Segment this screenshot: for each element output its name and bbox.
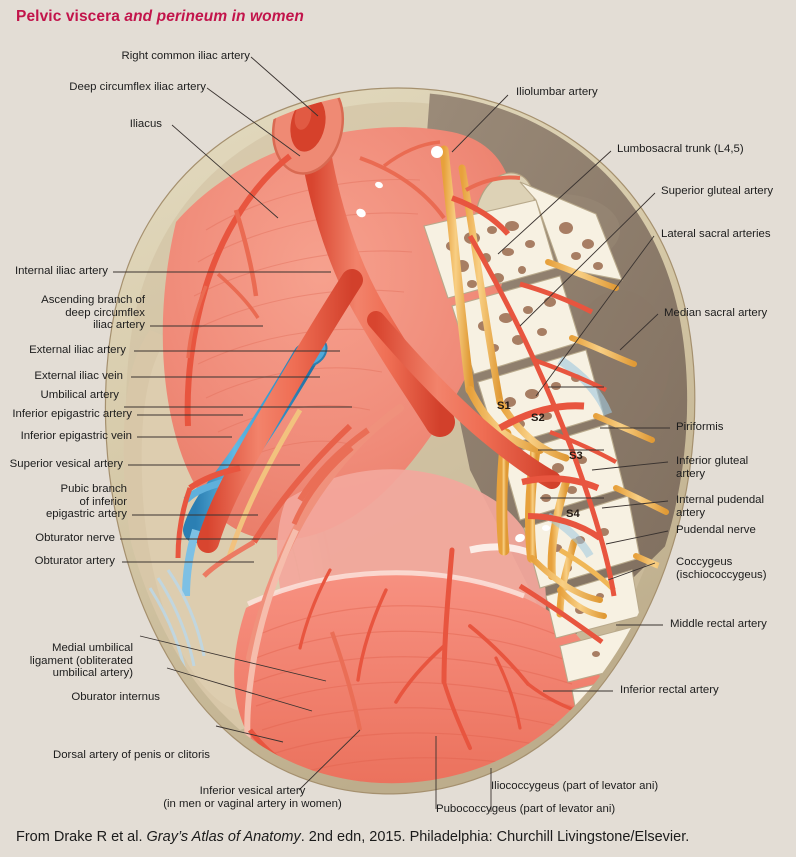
lateral-sacral-arteries-vessel <box>519 281 594 315</box>
inferior-vesical-artery-vessel <box>330 631 363 731</box>
label-pubic-branch-of-inferior-epigastric-artery: Pubic branch of inferior epigastric arte… <box>45 483 127 521</box>
label-coccygeus: Coccygeus (ischiococcygeus) <box>676 556 767 581</box>
label-inferior-epigastric-vein: Inferior epigastric vein <box>20 430 132 442</box>
label-s1: S1 <box>497 400 511 412</box>
caption-work-title: Gray’s Atlas of Anatomy <box>146 829 301 845</box>
leader-lines <box>113 56 670 812</box>
deep-circumflex-iliac-artery-vessel <box>184 153 292 427</box>
median-sacral-artery-vessel <box>467 234 617 597</box>
page-title-part1: Pelvic viscera <box>16 8 125 25</box>
label-inferior-epigastric-artery: Inferior epigastric artery <box>12 408 132 420</box>
obturator-artery-vessel <box>251 423 353 544</box>
levator-ani-white-edge <box>246 570 525 607</box>
ascending-branch-vessel <box>233 209 259 297</box>
label-s3: S3 <box>569 450 583 462</box>
rectal-branches <box>298 547 588 750</box>
obturator-nerve-cord <box>225 408 303 561</box>
internal-iliac-artery-vessel <box>367 311 561 489</box>
label-inferior-vesical-artery: Inferior vesical artery (in men or vagin… <box>163 785 342 810</box>
superior-gluteal-artery-vessel <box>498 402 585 432</box>
label-inferior-gluteal-artery: Inferior gluteal artery <box>676 455 749 480</box>
middle-rectal-artery-vessel <box>518 583 604 645</box>
internal-pudendal-artery-vessel <box>527 513 602 541</box>
label-ascending-branch-deep-circumflex-iliac-artery: Ascending branch of deep circumflex ilia… <box>41 294 145 332</box>
label-piriformis: Piriformis <box>676 421 724 433</box>
label-deep-circumflex-iliac-artery: Deep circumflex iliac artery <box>69 81 206 93</box>
cut-nerve-highlights <box>356 146 550 543</box>
label-inferior-rectal-artery: Inferior rectal artery <box>620 684 719 696</box>
label-s2: S2 <box>531 412 545 424</box>
label-external-iliac-artery: External iliac artery <box>29 344 126 356</box>
label-dorsal-artery-of-penis-or-clitoris: Dorsal artery of penis or clitoris <box>53 749 210 761</box>
label-iliococcygeus: Iliococcygeus (part of levator ani) <box>491 780 659 792</box>
external-iliac-artery-vessel <box>197 269 363 553</box>
label-oburator-internus: Oburator internus <box>71 691 160 703</box>
caption-prefix: From Drake R et al. <box>16 829 147 845</box>
label-iliacus: Iliacus <box>129 118 162 130</box>
label-obturator-nerve: Obturator nerve <box>35 532 115 544</box>
inferior-epigastric-artery-vessel <box>188 465 241 491</box>
label-s4: S4 <box>566 508 580 520</box>
page-title-part2: and perineum in women <box>124 8 304 25</box>
label-superior-gluteal-artery: Superior gluteal artery <box>661 185 774 197</box>
common-iliac-artery-vessel <box>297 111 455 437</box>
inferior-gluteal-artery-vessel <box>521 475 600 492</box>
medial-umbilical-ligament-cord <box>244 528 299 745</box>
label-medial-umbilical-ligament: Medial umbilical ligament (obliterated u… <box>29 642 133 680</box>
label-iliolumbar-artery: Iliolumbar artery <box>516 86 598 98</box>
label-lateral-sacral-arteries: Lateral sacral arteries <box>661 228 771 240</box>
anatomy-figure <box>0 30 796 825</box>
sacral-plexus-nerves <box>439 145 607 619</box>
label-right-common-iliac-artery: Right common iliac artery <box>121 50 250 62</box>
arteries <box>175 92 618 781</box>
levator-ani <box>234 571 604 784</box>
label-pudendal-nerve: Pudendal nerve <box>676 524 756 536</box>
label-internal-iliac-artery: Internal iliac artery <box>14 265 108 277</box>
label-external-iliac-vein: External iliac vein <box>34 370 123 382</box>
caption-suffix: . 2nd edn, 2015. Philadelphia: Churchill… <box>300 829 690 845</box>
source-caption: From Drake R et al. Gray’s Atlas of Anat… <box>16 829 689 845</box>
label-pubococcygeus: Pubococcygeus (part of levator ani) <box>436 803 616 815</box>
label-internal-pudendal-artery: Internal pudendal artery <box>676 494 765 519</box>
label-lumbosacral-trunk: Lumbosacral trunk (L4,5) <box>617 143 744 155</box>
label-median-sacral-artery: Median sacral artery <box>664 307 768 319</box>
label-obturator-artery: Obturator artery <box>34 555 115 567</box>
page-title: Pelvic viscera and perineum in women <box>16 8 304 26</box>
pelvic-contents <box>123 92 688 784</box>
label-umbilical-artery: Umbilical artery <box>40 389 119 401</box>
label-superior-vesical-artery: Superior vesical artery <box>9 458 123 470</box>
iliolumbar-artery-vessel <box>451 195 511 236</box>
label-middle-rectal-artery: Middle rectal artery <box>670 618 767 630</box>
levator-ani-striations <box>253 605 583 777</box>
